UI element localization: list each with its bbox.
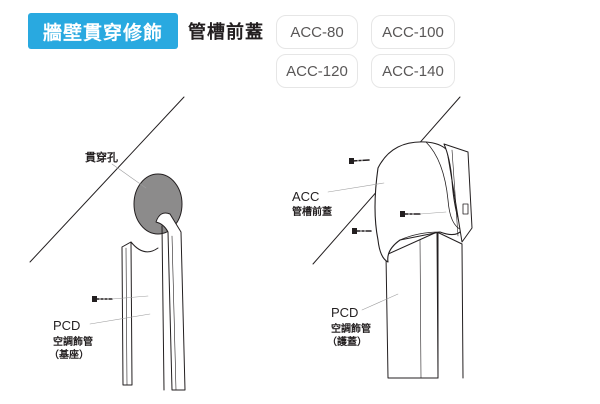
model-button-acc-120[interactable]: ACC-120 (276, 54, 358, 88)
left-screw-icon (92, 296, 113, 302)
label-wall-hole: 貫穿孔 (85, 150, 118, 164)
right-screw-top-icon (349, 158, 370, 164)
model-button-acc-80[interactable]: ACC-80 (276, 15, 358, 49)
left-wall-edge (29, 96, 185, 263)
label-acc: ACC (292, 189, 319, 204)
label-pcd-right-desc: 空調飾管 (331, 322, 371, 335)
pcd-base-leader (89, 313, 151, 325)
hole-leader (111, 163, 147, 189)
label-pcd-left-desc: 空調飾管 (53, 335, 93, 348)
pcd-base-top-joint (130, 241, 159, 253)
section-title: 牆壁貫穿修飾 (42, 21, 163, 44)
label-pcd-right-type: （護蓋） (327, 335, 367, 348)
right-screw-bottom-icon (352, 228, 372, 234)
right-diagram (312, 96, 473, 379)
pcd-base-back-rail (121, 241, 133, 386)
acc-back-flange (443, 143, 473, 243)
acc-leader (327, 182, 385, 193)
left-diagram (29, 96, 186, 391)
label-acc-desc: 管槽前蓋 (292, 205, 332, 218)
section-title-badge: 牆壁貫穿修飾 (28, 13, 178, 49)
product-subtitle: 管槽前蓋 (188, 22, 264, 43)
right-screw-middle-icon (400, 211, 421, 217)
pcd-cover-tube (385, 231, 439, 379)
label-pcd-right: PCD (331, 305, 358, 320)
pcd-cover-leader (361, 293, 399, 311)
model-button-acc-100[interactable]: ACC-100 (371, 15, 455, 49)
label-pcd-left: PCD (53, 318, 80, 333)
label-pcd-left-type: （基座） (49, 348, 89, 361)
model-button-acc-140[interactable]: ACC-140 (371, 54, 455, 88)
pcd-base-front-rail (155, 212, 186, 391)
